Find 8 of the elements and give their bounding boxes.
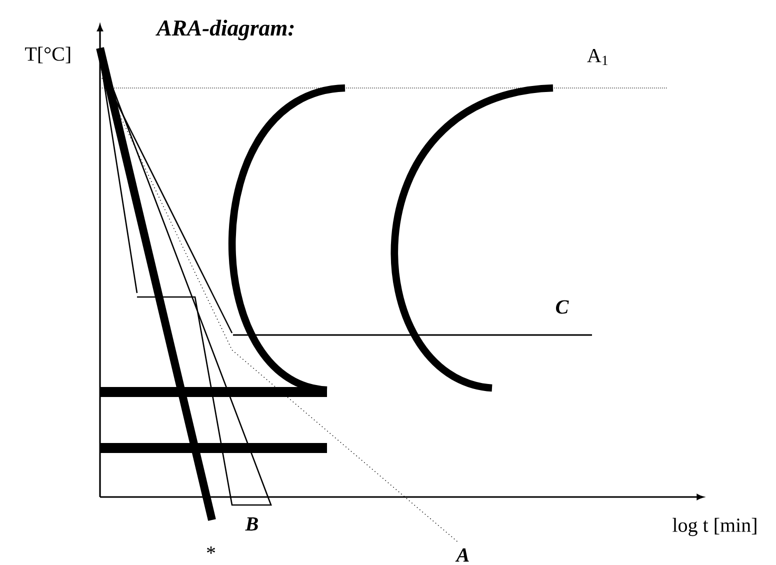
axis-label: A: [455, 548, 469, 562]
axis-label: log t [min]: [672, 518, 756, 536]
title: ARA-diagram:: [156, 20, 294, 40]
axis-label: A$_{1}$: [587, 48, 608, 66]
axis-label: T[°C]: [25, 46, 70, 64]
axis-label: *: [207, 546, 216, 554]
axis-label: C: [556, 300, 569, 314]
axis-label: B: [245, 517, 258, 531]
